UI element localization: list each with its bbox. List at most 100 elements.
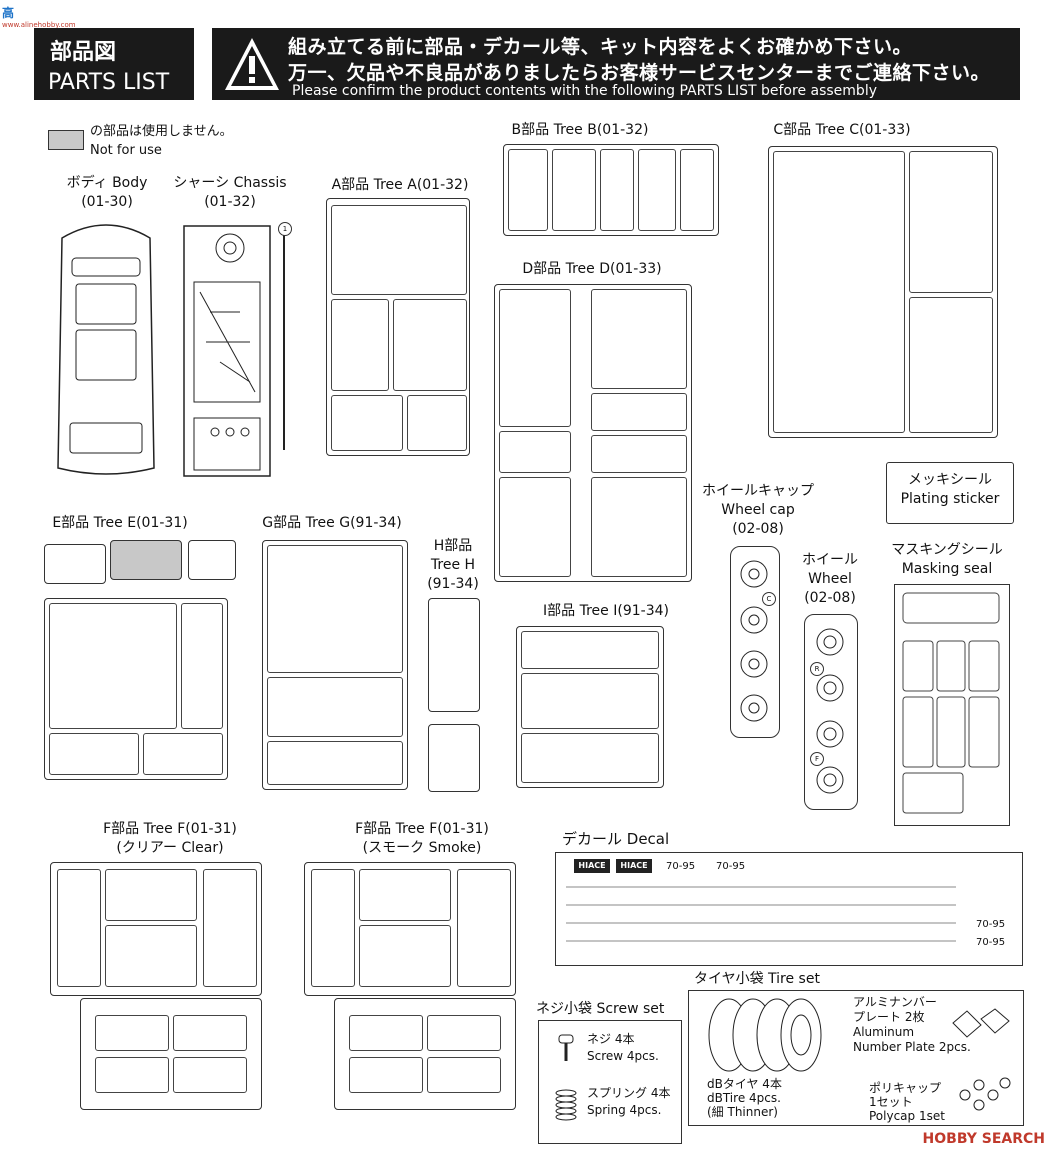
body-drawing <box>57 224 155 475</box>
tree-i-name: I部品 Tree I <box>543 603 618 619</box>
tree-d-cell <box>591 435 687 473</box>
tree-f-cell <box>57 869 101 987</box>
tree-f-clear-variant: (クリアー Clear) <box>116 840 224 856</box>
logo-url: www.alinehobby.com <box>2 21 76 29</box>
legend-en: Not for use <box>90 143 162 158</box>
polycap-icon <box>959 1077 1011 1111</box>
tree-f-cell <box>95 1057 169 1093</box>
tree-f-cell <box>105 869 197 921</box>
masking-name-jp: マスキングシール <box>891 542 1003 558</box>
decal-plate-3: 70-95 <box>976 919 1006 930</box>
tree-e-name: E部品 Tree E <box>52 515 137 531</box>
tree-e-runner <box>44 598 228 780</box>
tree-d-runner <box>494 284 692 582</box>
decal-plate-2: 70-95 <box>716 861 746 872</box>
wheel-name-jp: ホイール <box>802 552 858 568</box>
spring-en: Spring 4pcs. <box>587 1103 662 1117</box>
tree-f-cell <box>311 869 355 987</box>
tree-e-cell <box>181 603 223 729</box>
body-code: (01-30) <box>81 194 133 210</box>
tree-f-clear-runner <box>50 862 262 996</box>
wheel-cap-drawing <box>740 560 768 722</box>
chassis-code: (01-32) <box>204 194 256 210</box>
warning-jp-2: 万一、欠品や不良品がありましたらお客様サービスセンターまでご連絡下さい。 <box>288 62 991 84</box>
masking-name-en: Masking seal <box>901 561 993 577</box>
tree-f-clear-runner-2 <box>80 998 262 1110</box>
wheel-mark-f: F <box>810 752 824 766</box>
tree-b-cell <box>508 149 548 231</box>
tree-d-name: D部品 Tree D <box>522 261 611 277</box>
title-en: PARTS LIST <box>48 70 170 95</box>
plate-jp-1: アルミナンバー <box>853 995 937 1009</box>
tree-g-code: (91-34) <box>350 515 402 531</box>
poly-jp-2: 1セット <box>869 1095 913 1109</box>
site-logo: 高 www.alinehobby.com <box>2 4 76 29</box>
tree-f-clear-label: F部品 Tree F(01-31) (クリアー Clear) <box>80 820 260 858</box>
decal-hiace-1: HIACE <box>574 859 610 873</box>
tree-e-small-1 <box>44 544 106 584</box>
tree-c-cell <box>909 151 993 293</box>
tree-a-cell <box>331 205 467 295</box>
plate-en-2: Number Plate 2pcs. <box>853 1040 971 1054</box>
tree-b-code: (01-32) <box>596 122 649 138</box>
tire-text: dBタイヤ 4本 dBTire 4pcs. (細 Thinner) <box>707 1077 782 1119</box>
tree-b-cell <box>600 149 634 231</box>
body-name: ボディ Body <box>66 175 148 191</box>
tire-set-title: タイヤ小袋 Tire set <box>694 971 820 987</box>
decal-sheet: HIACE HIACE 70-95 70-95 70-95 70-95 <box>555 852 1023 966</box>
tree-b-name: B部品 Tree B <box>511 122 597 138</box>
chassis-label: シャーシ Chassis (01-32) <box>170 174 290 212</box>
tree-f-cell <box>359 869 451 921</box>
spring-icon <box>555 1089 577 1121</box>
masking-label: マスキングシール Masking seal <box>882 541 1012 579</box>
tree-f-smoke-variant: (スモーク Smoke) <box>362 840 482 856</box>
screw-text: ネジ 4本 Screw 4pcs. <box>587 1031 659 1065</box>
screw-icon <box>558 1034 574 1061</box>
tree-h-name-en: Tree H <box>430 557 476 573</box>
tree-c-code: (01-33) <box>859 122 911 138</box>
wheel-code: (02-08) <box>804 590 856 606</box>
watermark-hobby-search: HOBBY SEARCH <box>922 1131 1045 1147</box>
tree-c-name: C部品 Tree C <box>773 122 859 138</box>
tree-d-cell <box>591 289 687 389</box>
screw-set-box: ネジ 4本 Screw 4pcs. スプリング 4本 Spring 4pcs. <box>538 1020 682 1144</box>
masking-sheet <box>894 584 1010 826</box>
tree-f-clear-code: (01-31) <box>185 821 237 837</box>
wheel-drawing <box>816 628 844 794</box>
wheel-mark-r: R <box>810 662 824 676</box>
logo-text: 高 <box>2 6 15 20</box>
plating-name-en: Plating sticker <box>900 491 1000 507</box>
wheel-cap-name-en: Wheel cap <box>721 502 795 518</box>
spring-text: スプリング 4本 Spring 4pcs. <box>587 1085 670 1119</box>
tree-d-cell <box>591 477 687 577</box>
wheel-label: ホイール Wheel (02-08) <box>790 551 870 608</box>
tree-g-cell <box>267 545 403 673</box>
tree-f-cell <box>427 1015 501 1051</box>
tree-f-cell <box>359 925 451 987</box>
tire-set-box: dBタイヤ 4本 dBTire 4pcs. (細 Thinner) アルミナンバ… <box>688 990 1024 1126</box>
tree-f-cell <box>349 1057 423 1093</box>
tree-e-code: (01-31) <box>136 515 188 531</box>
tree-d-cell <box>499 289 571 427</box>
warning-jp-1: 組み立てる前に部品・デカール等、キット内容をよくお確かめ下さい。 <box>288 36 913 58</box>
tree-h-code: (91-34) <box>427 576 479 592</box>
wheel-cap-runner <box>730 546 780 738</box>
tree-g-cell <box>267 741 403 785</box>
legend: の部品は使用しません。 Not for use <box>90 122 233 160</box>
tree-f-cell <box>203 869 257 987</box>
plating-sticker-box: メッキシール Plating sticker <box>886 462 1014 524</box>
tree-e-cell <box>49 733 139 775</box>
tree-d-label: D部品 Tree D(01-33) <box>512 260 672 279</box>
tree-f-cell <box>173 1057 247 1093</box>
tree-i-cell <box>521 733 659 783</box>
screw-en: Screw 4pcs. <box>587 1049 659 1063</box>
tree-i-code: (91-34) <box>617 603 669 619</box>
tire-note: (細 Thinner) <box>707 1105 778 1119</box>
decal-plate-4: 70-95 <box>976 937 1006 948</box>
warning-banner: 組み立てる前に部品・デカール等、キット内容をよくお確かめ下さい。 万一、欠品や不… <box>212 28 1020 100</box>
warning-en: Please confirm the product contents with… <box>292 83 877 99</box>
tree-c-cell <box>773 151 905 433</box>
legend-jp: の部品は使用しません。 <box>90 124 233 139</box>
chassis-drawing <box>183 225 285 477</box>
tree-g-cell <box>267 677 403 737</box>
